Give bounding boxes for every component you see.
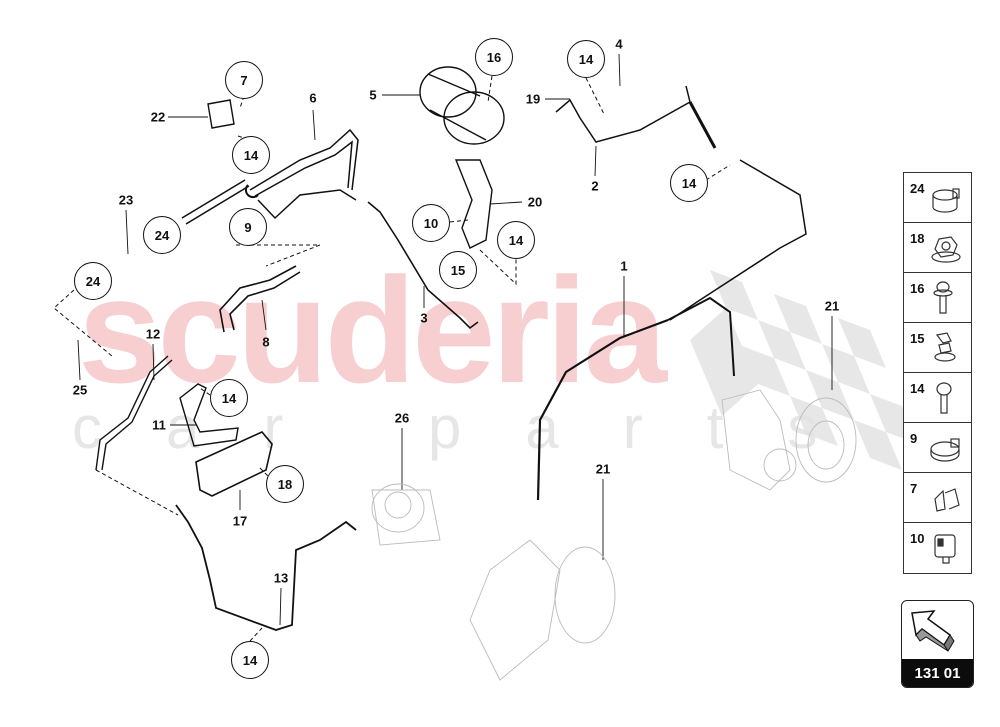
legend-number: 14	[910, 381, 925, 396]
bracket-clip-icon	[934, 488, 960, 512]
callout-19: 19	[525, 91, 541, 107]
callout-1: 1	[620, 258, 628, 274]
legend-item-14[interactable]: 14	[904, 373, 971, 423]
watermark-scuderia: scuderia	[78, 246, 667, 414]
connector-icon	[934, 534, 956, 564]
callout-11: 11	[152, 417, 166, 433]
legend-item-16[interactable]: 16	[904, 273, 971, 323]
bolt-washer-icon	[933, 281, 953, 314]
callout-23: 23	[118, 192, 134, 208]
legend-item-15[interactable]: 15	[904, 323, 971, 373]
callout-17: 17	[232, 513, 248, 529]
clip-icon	[934, 332, 956, 362]
callout-6: 6	[309, 90, 317, 106]
legend-number: 7	[910, 481, 918, 496]
legend-number: 24	[910, 181, 925, 196]
legend-number: 16	[910, 281, 925, 296]
callout-25: 25	[72, 382, 88, 398]
legend-item-18[interactable]: 18	[904, 223, 971, 273]
legend-number: 10	[910, 531, 925, 546]
flange-nut-icon	[931, 236, 961, 263]
callout-26: 26	[394, 410, 410, 426]
group-code-label: 131 01	[902, 659, 973, 687]
callout-2: 2	[591, 178, 599, 194]
callout-12: 12	[145, 326, 161, 342]
checkered-flag-watermark	[690, 270, 918, 470]
circled-callout-14[interactable]: 14	[210, 379, 248, 417]
callout-8: 8	[262, 334, 270, 350]
circled-callout-15[interactable]: 15	[439, 251, 477, 289]
circled-callout-24[interactable]: 24	[143, 216, 181, 254]
band-clamp-icon	[930, 438, 960, 462]
legend-number: 15	[910, 331, 925, 346]
legend-item-9[interactable]: 9	[904, 423, 971, 473]
callout-20: 20	[527, 194, 543, 210]
legend-number: 18	[910, 231, 925, 246]
circled-callout-10[interactable]: 10	[412, 204, 450, 242]
callout-3: 3	[420, 310, 428, 326]
circled-callout-14[interactable]: 14	[567, 40, 605, 78]
previous-group-button[interactable]: 131 01	[901, 600, 974, 688]
legend-item-7[interactable]: 7	[904, 473, 971, 523]
legend-number: 9	[910, 431, 918, 446]
callout-4: 4	[615, 36, 623, 52]
watermark-car-parts: car parts	[72, 394, 882, 461]
callout-22: 22	[150, 109, 166, 125]
legend-item-10[interactable]: 10	[904, 523, 971, 573]
circled-callout-9[interactable]: 9	[229, 208, 267, 246]
callout-21-right: 21	[824, 298, 840, 314]
circled-callout-16[interactable]: 16	[475, 38, 513, 76]
legend-item-24[interactable]: 24	[904, 173, 971, 223]
circled-callout-24[interactable]: 24	[74, 262, 112, 300]
fastener-legend: 24 18 16 15 14	[903, 172, 972, 574]
screw-icon	[936, 382, 952, 414]
arrow-up-left-icon	[911, 610, 955, 652]
circled-callout-14[interactable]: 14	[670, 164, 708, 202]
circled-callout-14[interactable]: 14	[497, 221, 535, 259]
hose-clamp-icon	[932, 188, 960, 213]
callout-21-lower: 21	[595, 461, 611, 477]
circled-callout-14[interactable]: 14	[232, 136, 270, 174]
callout-13: 13	[273, 570, 289, 586]
circled-callout-7[interactable]: 7	[225, 61, 263, 99]
circled-callout-18[interactable]: 18	[266, 465, 304, 503]
callout-5: 5	[369, 87, 377, 103]
circled-callout-14[interactable]: 14	[231, 641, 269, 679]
